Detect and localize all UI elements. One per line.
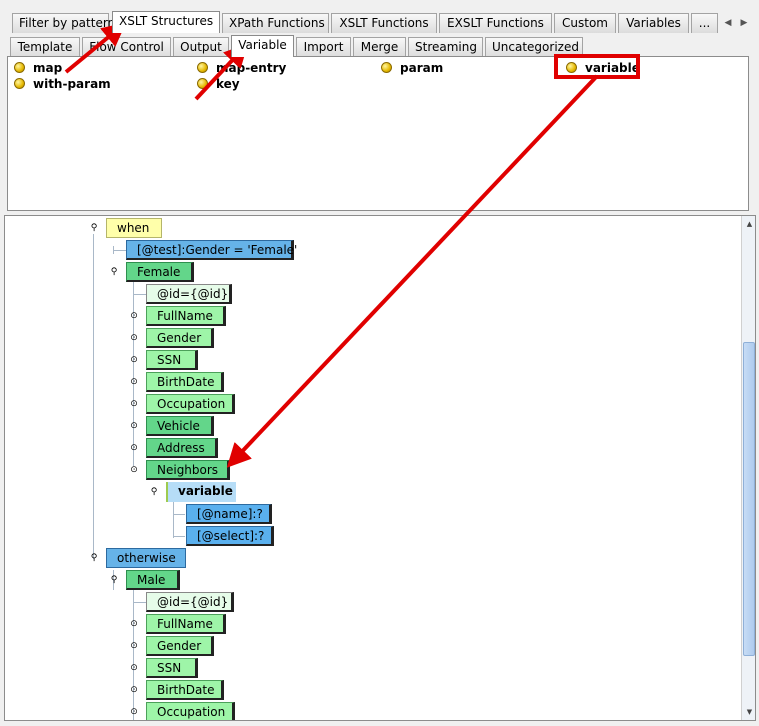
expander-icon[interactable]: ⚲	[90, 223, 98, 233]
tree-connector	[133, 590, 134, 720]
tab-custom[interactable]: Custom	[554, 13, 616, 33]
palette-item-map-entry[interactable]: map-entry	[197, 61, 286, 75]
expander-icon[interactable]: ⊙	[130, 663, 138, 673]
expander-icon[interactable]: ⊙	[130, 311, 138, 321]
expander-icon[interactable]: ⊙	[130, 641, 138, 651]
tree-node-address[interactable]: Address	[146, 438, 218, 458]
tree-node-ssn[interactable]: SSN	[146, 658, 198, 678]
tab-uncategorized[interactable]: Uncategorized	[485, 37, 583, 57]
tree-node-occupation[interactable]: Occupation	[146, 394, 235, 414]
tree-node-fullname[interactable]: FullName	[146, 614, 226, 634]
tree-node-male[interactable]: Male	[126, 570, 180, 590]
tab-merge[interactable]: Merge	[353, 37, 406, 57]
yellow-ball-icon	[566, 62, 577, 73]
expander-icon[interactable]: ⚲	[150, 487, 158, 497]
scroll-right-icon[interactable]: ▶	[740, 18, 748, 28]
scroll-up-icon[interactable]: ▲	[746, 220, 753, 228]
expander-icon[interactable]: ⊙	[130, 707, 138, 717]
status-strip	[0, 720, 759, 726]
tree-node-gender[interactable]: Gender	[146, 328, 214, 348]
tab-more[interactable]: ...	[691, 13, 718, 33]
tree-connector	[113, 570, 114, 590]
mapping-tree: ⚲ when [@test]:Gender = 'Female' ⚲ Femal…	[4, 215, 756, 721]
palette-item-label: with-param	[33, 77, 111, 91]
palette-item-key[interactable]: key	[197, 77, 240, 91]
expander-icon[interactable]: ⚲	[110, 575, 118, 585]
expander-icon[interactable]: ⚲	[90, 553, 98, 563]
tree-node-when[interactable]: when	[106, 218, 162, 238]
tab-xslt-functions[interactable]: XSLT Functions	[331, 13, 437, 33]
top-tab-row: Filter by pattern XSLT Structures XPath …	[0, 11, 759, 34]
yellow-ball-icon	[197, 78, 208, 89]
expander-icon[interactable]: ⊙	[130, 333, 138, 343]
tree-node-vehicle[interactable]: Vehicle	[146, 416, 214, 436]
tree-connector	[133, 282, 134, 466]
expander-icon[interactable]: ⊙	[130, 685, 138, 695]
tree-node-fullname[interactable]: FullName	[146, 306, 226, 326]
tree-connector	[173, 502, 174, 538]
palette-item-label: key	[216, 77, 240, 91]
tab-streaming[interactable]: Streaming	[408, 37, 483, 57]
tree-node-when-test[interactable]: [@test]:Gender = 'Female'	[126, 240, 297, 260]
expander-icon[interactable]: ⊙	[130, 465, 138, 475]
expander-icon[interactable]: ⊙	[130, 377, 138, 387]
scrollbar-thumb[interactable]	[743, 342, 755, 656]
scroll-down-icon[interactable]: ▼	[746, 708, 753, 716]
annotation-highlight-box	[554, 54, 640, 79]
tab-variables[interactable]: Variables	[618, 13, 689, 33]
scroll-left-icon[interactable]: ◀	[724, 18, 732, 28]
tree-node-birthdate[interactable]: BirthDate	[146, 372, 224, 392]
yellow-ball-icon	[14, 78, 25, 89]
tab-import[interactable]: Import	[296, 37, 351, 57]
expander-icon[interactable]: ⊙	[130, 355, 138, 365]
tab-variable[interactable]: Variable	[231, 35, 294, 57]
tree-node-otherwise[interactable]: otherwise	[106, 548, 186, 568]
yellow-ball-icon	[381, 62, 392, 73]
palette-item-label: map-entry	[216, 61, 287, 75]
tree-node-variable[interactable]: variable	[166, 482, 236, 502]
palette-item-map[interactable]: map	[14, 61, 62, 75]
tree-node-neighbors[interactable]: Neighbors	[146, 460, 230, 480]
tree-node-ssn[interactable]: SSN	[146, 350, 198, 370]
palette-item-label: variable	[585, 61, 640, 75]
palette-item-with-param[interactable]: with-param	[14, 77, 111, 91]
expander-icon[interactable]: ⊙	[130, 443, 138, 453]
palette-item-label: param	[400, 61, 444, 75]
expander-icon[interactable]: ⚲	[110, 267, 118, 277]
tree-connector	[93, 234, 94, 559]
expander-icon[interactable]: ⊙	[130, 619, 138, 629]
tab-template[interactable]: Template	[10, 37, 80, 57]
yellow-ball-icon	[14, 62, 25, 73]
tab-exslt-functions[interactable]: EXSLT Functions	[439, 13, 552, 33]
expander-icon[interactable]: ⊙	[130, 399, 138, 409]
tree-node-variable-name[interactable]: [@name]:?	[186, 504, 272, 524]
palette-item-param[interactable]: param	[381, 61, 443, 75]
tab-flow-control[interactable]: Flow Control	[82, 37, 171, 57]
tree-connector	[173, 536, 185, 537]
tree-node-variable-select[interactable]: [@select]:?	[186, 526, 274, 546]
tree-node-female[interactable]: Female	[126, 262, 194, 282]
tree-connector	[133, 602, 147, 603]
tree-connector	[173, 514, 185, 515]
tree-connector	[133, 294, 147, 295]
tab-filter-by-pattern[interactable]: Filter by pattern	[12, 13, 115, 33]
tab-output[interactable]: Output	[173, 37, 229, 57]
tree-node-occupation[interactable]: Occupation	[146, 702, 235, 720]
expander-icon[interactable]: ⊙	[130, 421, 138, 431]
tree-node-attr-id[interactable]: @id={@id}	[146, 284, 232, 304]
tab-xpath-functions[interactable]: XPath Functions	[222, 13, 329, 33]
tree-node-birthdate[interactable]: BirthDate	[146, 680, 224, 700]
tree-connector	[113, 250, 127, 251]
yellow-ball-icon	[197, 62, 208, 73]
palette-item-label: map	[33, 61, 63, 75]
tab-xslt-structures[interactable]: XSLT Structures	[112, 11, 220, 33]
tree-node-attr-id[interactable]: @id={@id}	[146, 592, 234, 612]
vertical-scrollbar[interactable]: ▲ ▼	[741, 216, 755, 720]
palette-item-variable[interactable]: variable	[566, 61, 640, 75]
tree-node-gender[interactable]: Gender	[146, 636, 214, 656]
palette-panel: map map-entry param variable with-param …	[7, 56, 749, 211]
sub-tab-row: Template Flow Control Output Variable Im…	[0, 35, 759, 58]
